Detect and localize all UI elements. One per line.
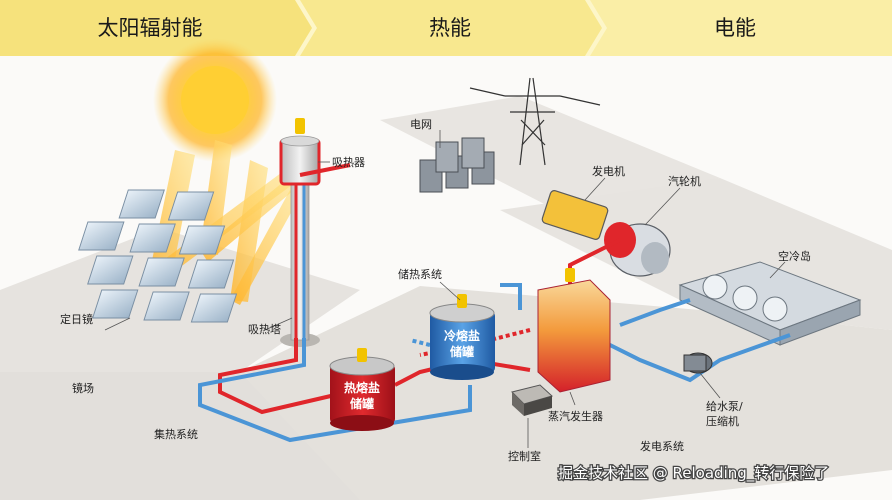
- transmission-tower: [469, 77, 601, 166]
- cold-tank-label-1: 冷熔盐: [444, 328, 480, 343]
- label-power-system: 发电系统: [640, 439, 684, 453]
- label-air-cooler: 空冷岛: [778, 249, 811, 263]
- label-pump-2: 压缩机: [706, 414, 739, 428]
- label-pump-1: 给水泵/: [706, 400, 743, 413]
- hot-tank-label-1: 热熔盐: [344, 380, 380, 395]
- label-storage-system: 储热系统: [398, 267, 442, 281]
- label-heliostat: 定日镜: [60, 312, 93, 326]
- label-tower: 吸热塔: [248, 323, 281, 336]
- leader-lines: [104, 130, 786, 448]
- receiver-sensor-icon: [295, 118, 305, 134]
- label-collector-system: 集热系统: [154, 427, 198, 441]
- cold-tank-label-2: 储罐: [450, 344, 474, 359]
- label-mirror-field: 镜场: [72, 381, 94, 395]
- generator: [541, 190, 609, 240]
- header-stage-solar: 太阳辐射能: [98, 16, 203, 40]
- label-turbine: 汽轮机: [668, 174, 701, 188]
- label-steam-generator: 蒸汽发生器: [548, 409, 603, 423]
- header-stage-heat: 热能: [429, 16, 471, 40]
- feedwater-pump: [683, 352, 713, 374]
- watermark: 掘金技术社区 @ Reloading_转行保险了: [558, 464, 829, 483]
- heliostat-field: [78, 189, 238, 323]
- hot-salt-tank: 热熔盐 储罐: [329, 348, 395, 431]
- label-grid: 电网: [410, 118, 432, 131]
- header-band: 太阳辐射能 热能 电能: [0, 0, 892, 56]
- label-generator: 发电机: [592, 164, 625, 178]
- substation: [419, 137, 495, 193]
- hot-tank-label-2: 储罐: [350, 396, 374, 411]
- header-stage-electric: 电能: [714, 16, 756, 40]
- receiver-tower: [279, 118, 321, 347]
- sun-icon: [181, 66, 249, 134]
- label-receiver: 吸热器: [332, 156, 365, 169]
- control-room: [511, 384, 553, 416]
- air-cooling-island: [678, 261, 862, 346]
- cold-salt-tank: 冷熔盐 储罐: [429, 294, 495, 380]
- steam-generator: [537, 268, 611, 393]
- turbine: [604, 222, 671, 277]
- cold-salt-pipes: [198, 283, 791, 443]
- label-control-room: 控制室: [508, 449, 541, 463]
